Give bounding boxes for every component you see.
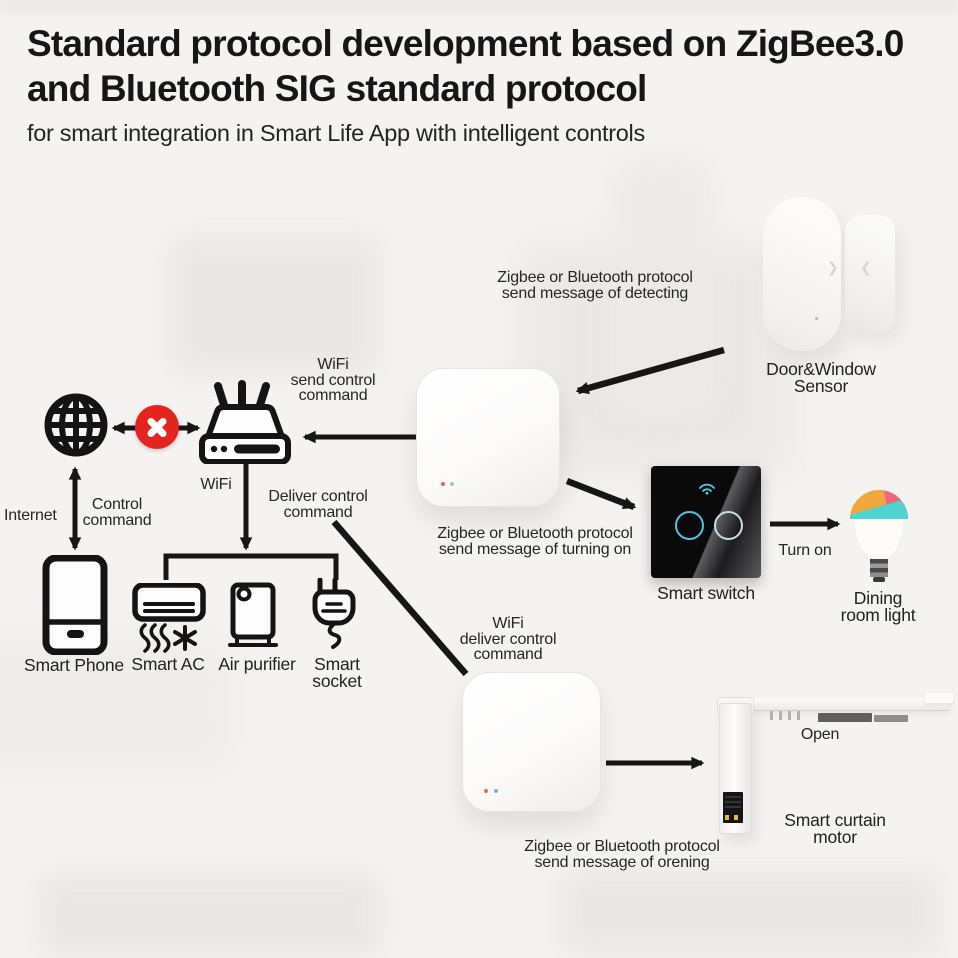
curtain-rail-end-cap xyxy=(925,693,953,703)
curtain-belt-bracket xyxy=(818,713,872,722)
curtain-belt-bracket xyxy=(874,715,908,722)
label-smart-socket: Smart socket xyxy=(312,654,362,691)
arrow-gateway1-to-switch xyxy=(565,477,637,511)
gateway-hub-1 xyxy=(416,368,560,507)
label-zigbee-detecting: Zigbee or Bluetooth protocol send messag… xyxy=(497,269,693,302)
label-air-purifier: Air purifier xyxy=(218,654,296,674)
arrow-sensor-to-gateway1 xyxy=(575,346,725,395)
page-title: Standard protocol development based on Z… xyxy=(27,23,904,109)
label-smart-phone: Smart Phone xyxy=(24,655,124,675)
curtain-hook xyxy=(770,711,773,720)
gateway2-led-blue xyxy=(494,789,498,793)
curtain-motor-display xyxy=(723,792,743,823)
smart-socket-icon xyxy=(312,578,356,649)
internet-globe-icon xyxy=(44,393,108,457)
curtain-rail xyxy=(746,698,950,711)
label-door-window-sensor: Door&Window Sensor xyxy=(766,359,876,396)
bulb-screw-base xyxy=(870,559,888,582)
smart-phone-icon xyxy=(42,555,108,655)
label-wifi: WiFi xyxy=(200,476,232,493)
smart-ac-icon xyxy=(132,583,206,653)
switch-touch-button-left xyxy=(675,511,704,540)
label-wifi-deliver-control: WiFi deliver control command xyxy=(459,615,557,663)
label-internet: Internet xyxy=(4,507,57,524)
curtain-hook xyxy=(788,711,791,720)
wifi-router-icon xyxy=(199,380,291,464)
label-smart-ac: Smart AC xyxy=(131,654,205,674)
branch-router-devices xyxy=(163,553,339,580)
background-blur xyxy=(0,0,958,12)
blocked-x-icon xyxy=(135,405,179,449)
label-zigbee-turning-on: Zigbee or Bluetooth protocol send messag… xyxy=(437,525,633,558)
background-blur xyxy=(560,870,940,955)
door-window-sensor-body xyxy=(763,197,841,351)
rgb-bulb-icon xyxy=(850,490,908,582)
door-window-sensor-magnet xyxy=(845,215,895,333)
header: Standard protocol development based on Z… xyxy=(27,21,942,147)
label-zigbee-opening: Zigbee or Bluetooth protocol send messag… xyxy=(524,838,720,871)
page-subtitle: for smart integration in Smart Life App … xyxy=(27,120,645,146)
smart-switch-panel xyxy=(651,466,761,578)
label-deliver-control: Deliver control command xyxy=(268,488,368,521)
gateway1-led-red xyxy=(441,482,445,486)
gateway1-led-green xyxy=(450,482,454,486)
switch-touch-button-right xyxy=(714,511,743,540)
label-smart-curtain-motor: Smart curtain motor xyxy=(784,810,886,847)
background-blur xyxy=(170,235,380,375)
label-smart-switch: Smart switch xyxy=(657,583,755,603)
curtain-hook xyxy=(797,711,800,720)
sensor-led-dot xyxy=(815,317,818,320)
label-dining-room-light: Dining room light xyxy=(840,588,916,625)
label-wifi-send-control: WiFi send control command xyxy=(290,356,376,404)
gateway2-led-red xyxy=(484,789,488,793)
label-control-command: Control command xyxy=(82,496,152,529)
air-purifier-icon xyxy=(228,582,278,647)
sensor-chevron-icon: ❯ xyxy=(827,259,839,275)
wifi-signal-icon xyxy=(699,483,715,495)
background-blur xyxy=(40,875,380,955)
label-turn-on: Turn on xyxy=(778,542,832,559)
gateway-hub-2 xyxy=(462,672,601,812)
curtain-hook xyxy=(779,711,782,720)
sensor-chevron-icon: ❮ xyxy=(860,259,872,275)
label-open: Open xyxy=(800,726,840,743)
